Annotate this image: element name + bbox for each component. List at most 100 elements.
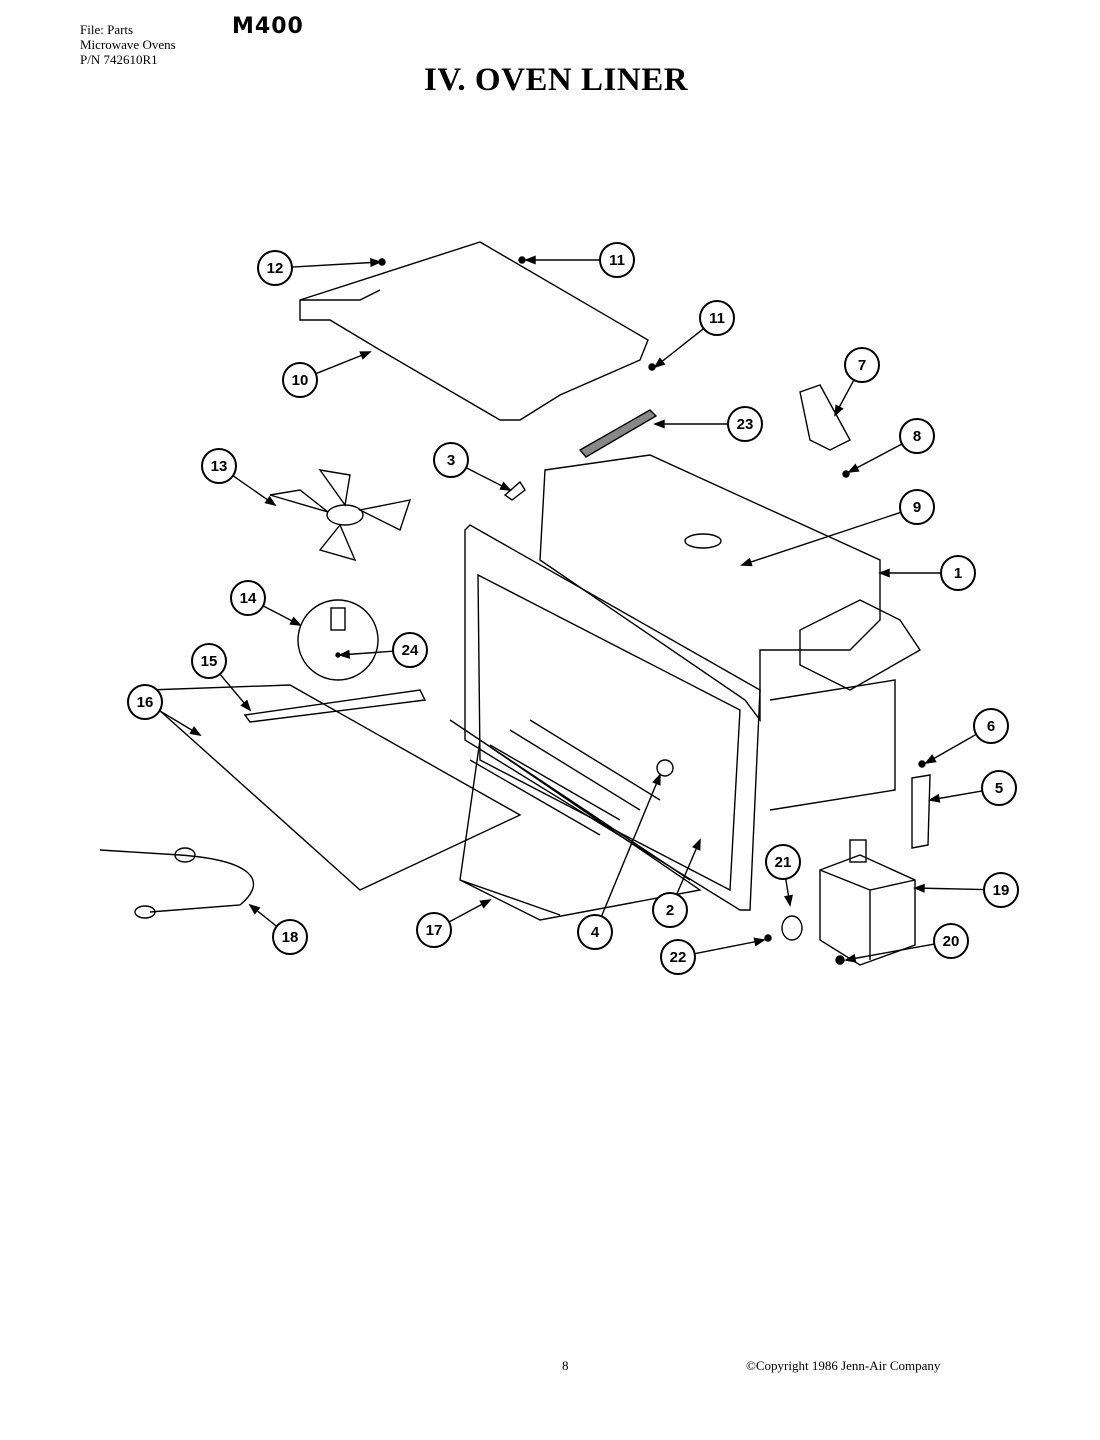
callout-3: 3	[433, 442, 512, 491]
leader-line	[694, 939, 765, 955]
callout-number: 19	[993, 882, 1010, 899]
callout-number: 16	[137, 694, 154, 711]
callout-18: 18	[248, 903, 308, 955]
callout-number: 3	[447, 452, 455, 469]
leader-line	[848, 443, 903, 473]
arrowhead	[913, 883, 925, 893]
cover-plate-part	[911, 774, 931, 849]
leader-line	[654, 327, 705, 368]
callout-24: 24	[338, 632, 428, 668]
callout-number: 5	[995, 780, 1003, 797]
callout-circle	[699, 300, 735, 336]
category: Microwave Ovens	[80, 37, 176, 52]
file-info: File: Parts Microwave Ovens P/N 742610R1	[80, 22, 176, 67]
arrowhead	[338, 649, 350, 659]
arrowhead	[240, 699, 252, 712]
callout-number: 11	[609, 252, 625, 269]
callout-circle	[844, 347, 880, 383]
screws	[378, 256, 926, 965]
callout-number: 10	[292, 372, 309, 389]
callout-circle	[940, 555, 976, 591]
callout-circle	[257, 250, 293, 286]
callout-17: 17	[416, 899, 492, 948]
arrowhead	[524, 255, 536, 265]
leader-line	[291, 261, 381, 268]
callout-number: 11	[709, 310, 725, 327]
callout-10: 10	[282, 351, 372, 398]
fan-blade-part	[269, 469, 412, 562]
arrowhead	[653, 357, 666, 369]
oven-cavity-part	[539, 454, 921, 811]
arrowhead	[652, 773, 661, 786]
leader-line	[914, 887, 985, 891]
floor-tray-part	[147, 684, 522, 891]
arrowhead	[834, 404, 844, 417]
callout-circle	[392, 632, 428, 668]
arrowhead	[844, 953, 857, 963]
callout-circle	[973, 708, 1009, 744]
callout-number: 20	[943, 933, 960, 950]
callout-number: 1	[954, 565, 962, 582]
callout-11: 11	[524, 242, 635, 278]
rack-part	[449, 719, 702, 921]
callout-circle	[933, 923, 969, 959]
callout-14: 14	[230, 580, 302, 626]
arrowhead	[928, 793, 941, 803]
lamp-part	[656, 759, 674, 777]
callout-15: 15	[191, 643, 252, 712]
callout-number: 22	[670, 949, 687, 966]
thermostat-detail	[297, 599, 379, 681]
callout-7: 7	[834, 347, 880, 417]
callout-number: 8	[913, 428, 921, 445]
callout-circle	[765, 844, 801, 880]
callout-circle	[201, 448, 237, 484]
support-bar-part	[243, 689, 427, 723]
callout-circle	[981, 770, 1017, 806]
callout-1: 1	[878, 555, 976, 591]
callout-19: 19	[913, 872, 1019, 908]
leader-line	[741, 511, 902, 566]
callout-group: 12 11 11 10 7 8 23 3 13 9 1 14 24 15 16 6 5 19 21 2 17 4 18 20 2…	[127, 242, 1019, 975]
callout-number: 15	[201, 653, 218, 670]
callout-circle	[899, 489, 935, 525]
arrowhead	[924, 754, 937, 764]
arrowhead	[653, 419, 665, 429]
callout-circle	[191, 643, 227, 679]
gasket-strip-part	[578, 409, 658, 458]
callout-circle	[230, 580, 266, 616]
callout-number: 24	[402, 642, 419, 659]
callout-number: 7	[858, 357, 866, 374]
callout-9: 9	[740, 489, 935, 567]
callout-4: 4	[577, 773, 661, 950]
callout-circle	[282, 362, 318, 398]
leader-line	[600, 774, 661, 917]
arrowhead	[499, 481, 512, 491]
arrowhead	[783, 894, 793, 907]
callout-number: 23	[737, 416, 754, 433]
callout-circle	[899, 418, 935, 454]
callout-6: 6	[924, 708, 1009, 764]
arrowhead	[370, 258, 382, 268]
callout-number: 14	[240, 590, 257, 607]
callout-13: 13	[201, 448, 277, 507]
callout-number: 2	[666, 902, 674, 919]
callout-number: 4	[591, 924, 600, 941]
arrowhead	[847, 463, 860, 473]
callout-16: 16	[127, 684, 202, 736]
callout-circle	[433, 442, 469, 478]
callout-11: 11	[653, 300, 735, 369]
callout-number: 13	[211, 458, 228, 475]
arrowhead	[753, 937, 766, 947]
file-line: File: Parts	[80, 22, 134, 37]
callout-21: 21	[765, 844, 801, 907]
callout-circle	[727, 406, 763, 442]
callout-circle	[416, 912, 452, 948]
callout-20: 20	[844, 923, 969, 963]
page-number: 8	[562, 1358, 569, 1373]
callout-number: 12	[267, 260, 284, 277]
callout-number: 17	[426, 922, 443, 939]
callout-circle	[983, 872, 1019, 908]
arrowhead	[878, 568, 890, 578]
arrowhead	[189, 726, 202, 736]
top-cover-part	[299, 241, 649, 421]
